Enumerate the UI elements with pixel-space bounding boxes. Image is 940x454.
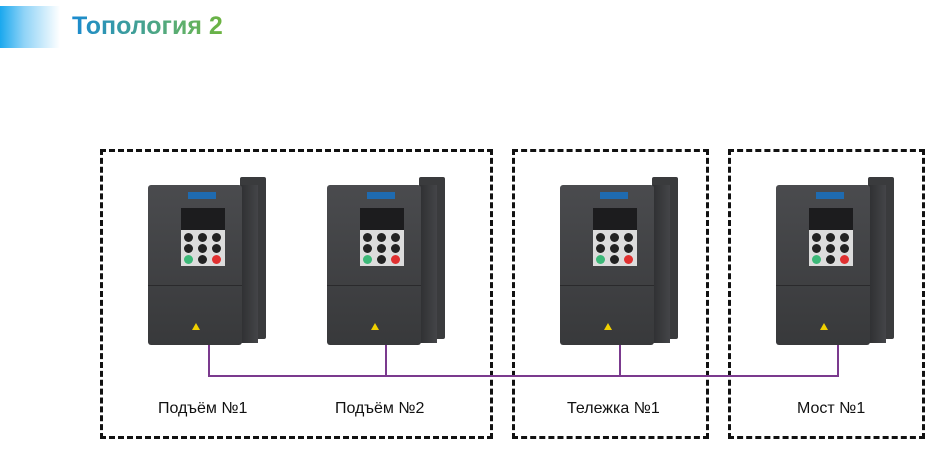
keypad-button bbox=[624, 244, 633, 253]
keypad-button bbox=[363, 244, 372, 253]
keypad-button bbox=[840, 255, 849, 264]
page-title: Топология 2 bbox=[72, 12, 223, 40]
drop-wire-4 bbox=[837, 345, 839, 376]
keypad-button bbox=[184, 244, 193, 253]
label-hoist-2: Подъём №2 bbox=[335, 400, 425, 417]
drive-front bbox=[148, 185, 242, 345]
warning-icon bbox=[192, 323, 200, 330]
keypad-button bbox=[184, 255, 193, 264]
label-trolley-1: Тележка №1 bbox=[567, 400, 660, 417]
drive-front bbox=[327, 185, 421, 345]
keypad-button bbox=[198, 244, 207, 253]
keypad-button bbox=[184, 233, 193, 242]
keypad-button bbox=[377, 233, 386, 242]
group-box-hoists bbox=[100, 149, 493, 439]
cover-seam bbox=[148, 285, 242, 286]
keypad-button bbox=[596, 244, 605, 253]
keypad-button bbox=[212, 255, 221, 264]
frequency-drive-2 bbox=[327, 177, 447, 347]
warning-icon bbox=[371, 323, 379, 330]
drive-side bbox=[652, 185, 670, 343]
keypad-button bbox=[363, 233, 372, 242]
group-box-trolley bbox=[512, 149, 709, 439]
group-box-bridge bbox=[728, 149, 925, 439]
label-hoist-1: Подъём №1 bbox=[158, 400, 248, 417]
keypad-button bbox=[391, 255, 400, 264]
drive-keypad bbox=[809, 230, 853, 266]
drive-display bbox=[181, 208, 225, 230]
keypad-button bbox=[812, 255, 821, 264]
keypad-button bbox=[840, 244, 849, 253]
keypad-button bbox=[363, 255, 372, 264]
frequency-drive-1 bbox=[148, 177, 268, 347]
keypad-button bbox=[377, 244, 386, 253]
drive-keypad bbox=[181, 230, 225, 266]
keypad-button bbox=[377, 255, 386, 264]
keypad-button bbox=[826, 255, 835, 264]
cover-seam bbox=[560, 285, 654, 286]
warning-icon bbox=[604, 323, 612, 330]
bus-wire bbox=[208, 375, 839, 377]
label-bridge-1: Мост №1 bbox=[797, 400, 866, 417]
keypad-button bbox=[624, 255, 633, 264]
drive-display bbox=[809, 208, 853, 230]
drive-display bbox=[593, 208, 637, 230]
drive-front bbox=[560, 185, 654, 345]
title-accent-bar bbox=[0, 6, 60, 48]
keypad-button bbox=[826, 244, 835, 253]
cover-seam bbox=[776, 285, 870, 286]
drive-display bbox=[360, 208, 404, 230]
brand-logo bbox=[816, 192, 844, 199]
cover-seam bbox=[327, 285, 421, 286]
keypad-button bbox=[812, 233, 821, 242]
drive-side bbox=[240, 185, 258, 343]
drive-keypad bbox=[360, 230, 404, 266]
drop-wire-1 bbox=[208, 345, 210, 376]
keypad-button bbox=[391, 244, 400, 253]
keypad-button bbox=[198, 255, 207, 264]
drive-side bbox=[868, 185, 886, 343]
brand-logo bbox=[367, 192, 395, 199]
warning-icon bbox=[820, 323, 828, 330]
keypad-button bbox=[212, 233, 221, 242]
keypad-button bbox=[826, 233, 835, 242]
brand-logo bbox=[600, 192, 628, 199]
frequency-drive-3 bbox=[560, 177, 680, 347]
keypad-button bbox=[610, 255, 619, 264]
drop-wire-2 bbox=[385, 345, 387, 376]
keypad-button bbox=[812, 244, 821, 253]
keypad-button bbox=[596, 233, 605, 242]
keypad-button bbox=[840, 233, 849, 242]
drive-side bbox=[419, 185, 437, 343]
keypad-button bbox=[610, 233, 619, 242]
keypad-button bbox=[198, 233, 207, 242]
drop-wire-3 bbox=[619, 345, 621, 376]
keypad-button bbox=[610, 244, 619, 253]
keypad-button bbox=[596, 255, 605, 264]
keypad-button bbox=[624, 233, 633, 242]
keypad-button bbox=[212, 244, 221, 253]
keypad-button bbox=[391, 233, 400, 242]
brand-logo bbox=[188, 192, 216, 199]
drive-front bbox=[776, 185, 870, 345]
drive-keypad bbox=[593, 230, 637, 266]
frequency-drive-4 bbox=[776, 177, 896, 347]
